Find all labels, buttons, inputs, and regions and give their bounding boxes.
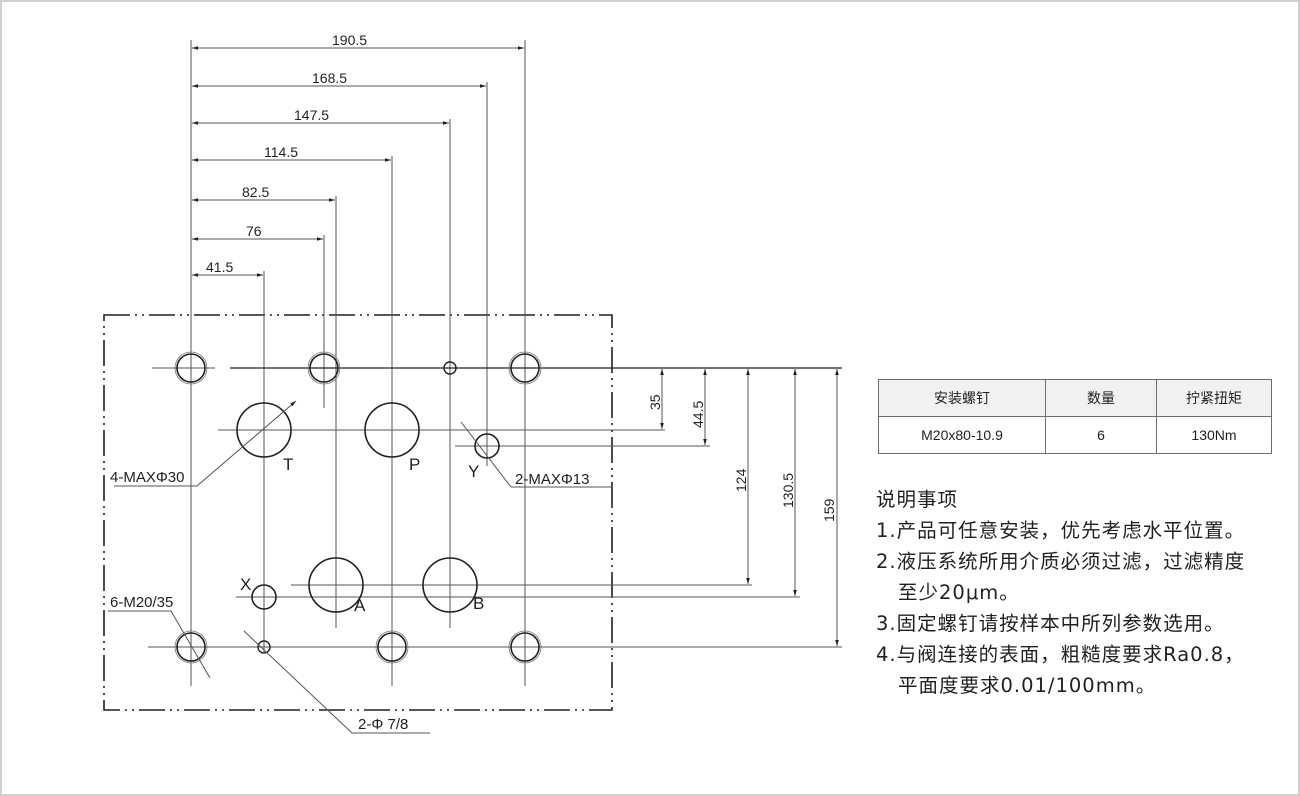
notes-title: 说明事项 [876, 488, 959, 511]
bolt-hole [174, 630, 208, 664]
note-item: 4.与阀连接的表面，粗糙度要求Ra0.8， [876, 643, 1245, 666]
note-item: 2.液压系统所用介质必须过滤，过滤精度 [876, 550, 1246, 573]
leader-lines [108, 400, 612, 734]
callout-bolt-holes: 6-M20/35 [110, 594, 173, 611]
header-quantity: 数量 [1045, 379, 1157, 417]
dim-label-44-5: 44.5 [690, 401, 706, 428]
note-item-continuation: 平面度要求0.01/100mm。 [898, 674, 1157, 697]
dim-label-159: 159 [821, 498, 837, 522]
port-label-x: X [240, 575, 251, 594]
dim-label-41-5: 41.5 [206, 259, 233, 275]
port-a [308, 557, 364, 613]
vertical-dimensions [660, 369, 839, 646]
port-label-p: P [409, 455, 420, 474]
port-t [236, 402, 292, 458]
main-ports [236, 402, 478, 613]
note-item-continuation: 至少20μm。 [898, 581, 1020, 604]
pin-hole [443, 361, 457, 375]
table-header-row: 安装螺钉 数量 拧紧扭矩 [878, 379, 1272, 417]
dim-label-35: 35 [647, 394, 663, 410]
port-p [364, 402, 420, 458]
dim-label-82-5: 82.5 [242, 184, 269, 200]
bolt-holes [174, 351, 542, 664]
header-torque: 拧紧扭矩 [1156, 379, 1272, 417]
dim-label-76: 76 [246, 223, 262, 239]
mounting-screw-table: 安装螺钉 数量 拧紧扭矩 M20x80-10.9 6 130Nm [878, 379, 1272, 454]
table-row: M20x80-10.9 6 130Nm [878, 416, 1272, 454]
dim-label-124: 124 [733, 468, 749, 492]
bolt-hole [508, 630, 542, 664]
port-x [251, 584, 277, 610]
port-label-t: T [283, 455, 293, 474]
vertical-dimension-labels: 35 44.5 124 130.5 159 [647, 394, 837, 522]
note-item: 3.固定螺钉请按样本中所列参数选用。 [876, 612, 1225, 635]
port-label-y: Y [468, 462, 479, 481]
port-label-b: B [473, 594, 484, 613]
cell-torque: 130Nm [1156, 416, 1272, 454]
header-screw: 安装螺钉 [878, 379, 1046, 417]
port-b [422, 557, 478, 613]
pilot-ports [251, 433, 500, 610]
callout-pin-holes: 2-Φ 7/8 [358, 716, 408, 733]
port-label-a: A [354, 596, 366, 615]
callout-pilot-ports: 2-MAXΦ13 [515, 471, 590, 488]
pin-hole [257, 640, 271, 654]
horizontal-dimension-labels: 190.5 168.5 147.5 114.5 82.5 76 41.5 [206, 32, 367, 275]
callout-main-ports: 4-MAXΦ30 [110, 469, 185, 486]
dim-label-168-5: 168.5 [312, 70, 347, 86]
cell-quantity: 6 [1045, 416, 1157, 454]
notes-section: 说明事项 1.产品可任意安装，优先考虑水平位置。 2.液压系统所用介质必须过滤，… [876, 484, 1245, 701]
bolt-hole [307, 351, 341, 385]
note-item: 1.产品可任意安装，优先考虑水平位置。 [876, 519, 1246, 542]
dim-label-190-5: 190.5 [332, 32, 367, 48]
bolt-hole [508, 351, 542, 385]
dim-label-130-5: 130.5 [780, 473, 796, 508]
dim-label-114-5: 114.5 [264, 144, 298, 160]
center-lines [148, 367, 842, 648]
bolt-hole [174, 351, 208, 385]
port-y [474, 433, 500, 459]
valve-outline [103, 314, 613, 711]
bolt-hole [375, 630, 409, 664]
dim-label-147-5: 147.5 [294, 107, 329, 123]
cell-screw: M20x80-10.9 [878, 416, 1046, 454]
